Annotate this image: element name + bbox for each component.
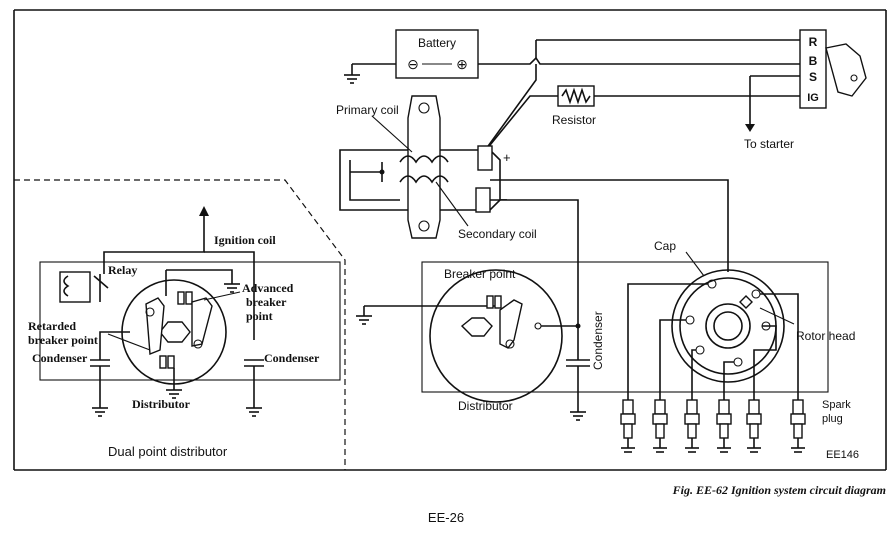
battery-positive-terminal: ⊕ bbox=[456, 56, 468, 72]
to-starter-label: To starter bbox=[744, 137, 794, 151]
retarded-breaker-point-label-2: breaker point bbox=[28, 333, 98, 347]
spark-plug-label-1: Spark bbox=[822, 399, 851, 411]
figure-caption: Fig. EE-62 Ignition system circuit diagr… bbox=[672, 483, 886, 497]
battery-label: Battery bbox=[418, 36, 456, 50]
condenser-right-label: Condenser bbox=[264, 351, 320, 365]
main-distributor-box bbox=[421, 261, 829, 393]
switch-s-label: S bbox=[809, 70, 817, 84]
resistor-label: Resistor bbox=[552, 113, 596, 127]
distributor-left-label: Distributor bbox=[132, 397, 191, 411]
coil-plus-label: + bbox=[503, 150, 511, 165]
cap-label: Cap bbox=[654, 239, 676, 253]
figure-code: EE146 bbox=[826, 449, 859, 461]
relay: Relay bbox=[59, 263, 137, 303]
condenser-left-label: Condenser bbox=[32, 351, 88, 365]
condenser-main-label: Condenser bbox=[591, 311, 605, 370]
relay-label: Relay bbox=[108, 263, 137, 277]
ignition-coil-label: Ignition coil bbox=[214, 233, 276, 247]
spark-plug-4 bbox=[716, 399, 732, 453]
spark-plugs: Spark plug bbox=[620, 399, 851, 453]
dual-point-region bbox=[14, 179, 346, 470]
advanced-breaker-point-label-3: point bbox=[246, 309, 273, 323]
switch-b-label: B bbox=[809, 54, 818, 68]
advanced-breaker-point-label-2: breaker bbox=[246, 295, 287, 309]
page-number: EE-26 bbox=[428, 510, 464, 525]
advanced-breaker-point-label-1: Advanced bbox=[242, 281, 294, 295]
battery-negative-terminal: ⊖ bbox=[407, 56, 419, 72]
switch-r-label: R bbox=[809, 35, 818, 49]
spark-plug-label-2: plug bbox=[822, 413, 843, 425]
spark-plug-5 bbox=[746, 399, 762, 453]
battery: Battery ⊖ ⊕ bbox=[395, 29, 479, 79]
spark-plug-2 bbox=[652, 399, 668, 453]
switch-ig-label: IG bbox=[807, 92, 819, 104]
primary-coil-label: Primary coil bbox=[336, 103, 399, 117]
spark-plug-6 bbox=[790, 399, 806, 453]
main-condenser: Condenser bbox=[566, 311, 605, 421]
ignition-coil: + − bbox=[339, 95, 729, 360]
resistor: Resistor bbox=[552, 85, 596, 127]
diagram-frame bbox=[13, 9, 887, 471]
plug-leads bbox=[627, 283, 799, 400]
ignition-switch: R B S IG bbox=[799, 29, 867, 109]
main-breaker-assembly: Breaker point Distributor bbox=[356, 267, 581, 413]
spark-plug-1 bbox=[620, 399, 636, 453]
breaker-point-label: Breaker point bbox=[444, 267, 516, 281]
dual-point-distributor: Ignition coil Relay bbox=[28, 206, 341, 459]
rotor-head-label: Rotor head bbox=[796, 329, 855, 343]
spark-plug-3 bbox=[684, 399, 700, 453]
secondary-coil-label: Secondary coil bbox=[458, 227, 537, 241]
retarded-breaker-point-label-1: Retarded bbox=[28, 319, 76, 333]
dual-point-distributor-label: Dual point distributor bbox=[108, 444, 228, 459]
battery-ground bbox=[344, 63, 396, 84]
distributor-main-label: Distributor bbox=[458, 399, 513, 413]
